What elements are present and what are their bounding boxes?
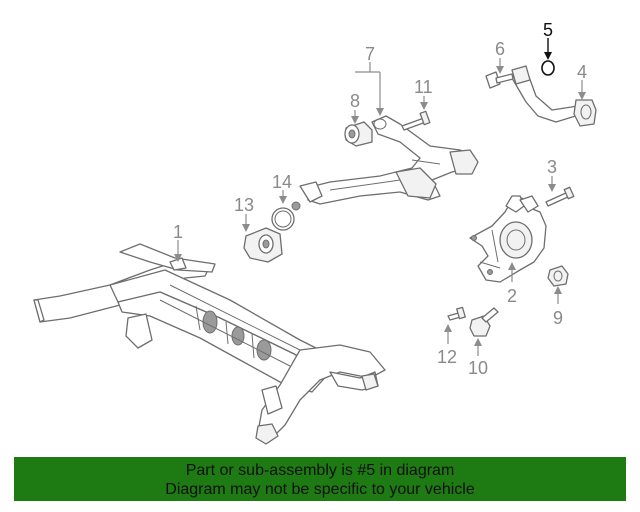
callout-9: 9 <box>553 308 563 328</box>
banner-line-disclaimer: Diagram may not be specific to your vehi… <box>165 481 475 498</box>
callout-14: 14 <box>272 172 292 192</box>
callout-8: 8 <box>350 91 360 111</box>
callout-1: 1 <box>173 222 183 242</box>
part-5-ring <box>541 60 555 76</box>
part-10-nut <box>469 307 499 337</box>
callout-13: 13 <box>234 195 254 215</box>
part-2-knuckle <box>469 195 547 283</box>
part-6-bolt <box>485 71 514 89</box>
part-3-bolt <box>545 186 575 207</box>
callout-5: 5 <box>543 20 553 40</box>
callout-6: 6 <box>495 39 505 59</box>
part-7-lower-arm <box>291 115 479 211</box>
part-8-bushing <box>344 121 373 147</box>
callout-11: 11 <box>414 77 433 97</box>
part-14-cap <box>271 207 295 231</box>
callout-4: 4 <box>577 62 587 82</box>
callout-10: 10 <box>468 358 488 378</box>
banner-line-part-number: Part or sub-assembly is #5 in diagram <box>185 462 455 479</box>
callout-2: 2 <box>507 286 517 306</box>
callout-3: 3 <box>547 157 557 177</box>
part-4-upper-arm <box>511 65 597 127</box>
leader-lines <box>174 38 586 356</box>
callout-7: 7 <box>365 44 375 64</box>
part-13-bushing <box>243 227 283 263</box>
part-9-bushing <box>547 265 569 287</box>
callout-labels: 1 2 3 4 5 6 7 8 9 10 11 12 13 14 <box>173 20 587 378</box>
part-1-crossmember <box>33 243 386 445</box>
part-12-bolt <box>447 306 466 321</box>
part-11-bolt <box>401 110 431 131</box>
parts-diagram: 1 2 3 4 5 6 7 8 9 10 11 12 13 14 <box>33 20 597 445</box>
callout-12: 12 <box>437 347 457 367</box>
info-banner: Part or sub-assembly is #5 in diagram Di… <box>14 457 626 501</box>
